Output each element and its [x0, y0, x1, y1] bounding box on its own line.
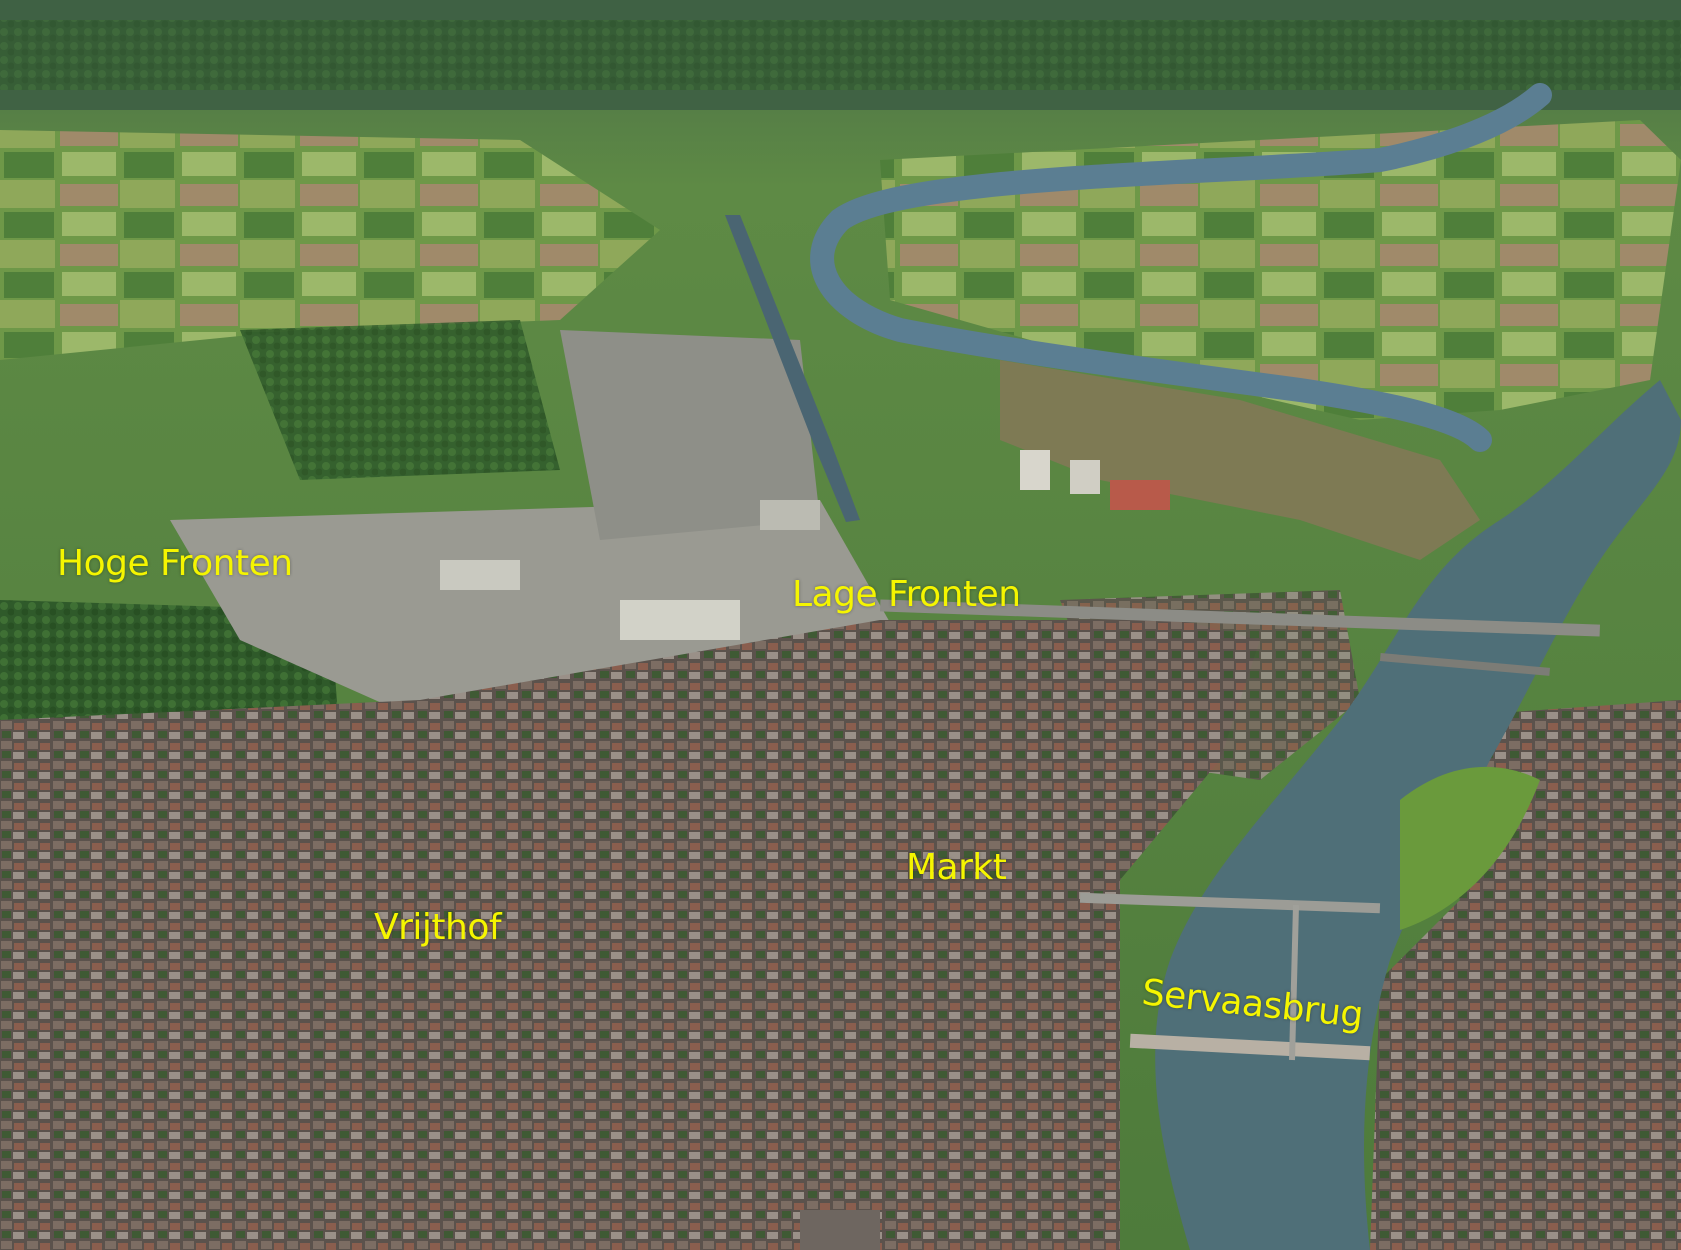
- church: [800, 1210, 880, 1250]
- bridge-servaas: [1129, 1033, 1371, 1061]
- woods-mid: [240, 320, 560, 480]
- bridge-wilhelmina: [1079, 892, 1381, 914]
- label-hoge-fronten: Hoge Fronten: [57, 543, 293, 584]
- label-lage-fronten: Lage Fronten: [792, 574, 1021, 615]
- fields-right: [880, 120, 1681, 420]
- bridge-rail: [1379, 653, 1551, 676]
- city-area: [0, 620, 1260, 1250]
- bridge-north: [880, 599, 1600, 637]
- fields-left: [0, 130, 660, 360]
- fields-peninsula: [1000, 360, 1480, 560]
- label-vrijthof: Vrijthof: [374, 907, 502, 948]
- riverbank-park: [1400, 766, 1540, 930]
- label-markt: Markt: [906, 847, 1007, 888]
- river-meander: [810, 83, 1552, 452]
- canal: [725, 215, 860, 522]
